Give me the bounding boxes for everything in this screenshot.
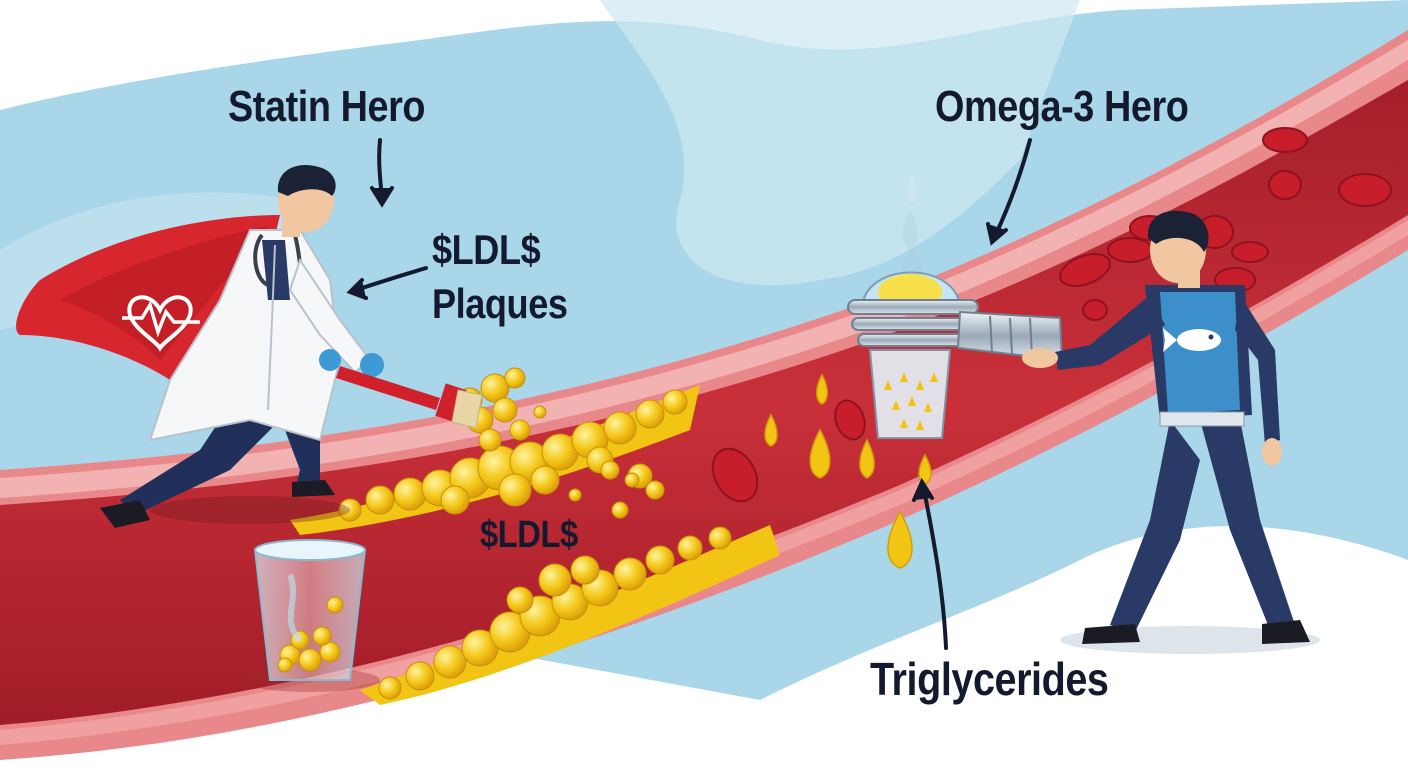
- omega3-hero-label: Omega-3 Hero: [935, 82, 1189, 131]
- heart-rate-icon: [122, 295, 200, 352]
- ldl-label-top: $LDL$: [432, 226, 541, 273]
- plaque-lower: [360, 525, 780, 705]
- fish-icon: [1163, 328, 1221, 352]
- arrow-triglycerides: [922, 488, 948, 650]
- arrow-omega: [993, 138, 1032, 238]
- callout-arrows: [346, 138, 1032, 650]
- plaque-upper: [290, 385, 700, 535]
- omega-chest-panel: [1160, 292, 1240, 414]
- ldl-label-bottom: $LDL$: [480, 514, 578, 556]
- statin-hero-label: Statin Hero: [228, 82, 426, 131]
- filter-nozzle-icon: [847, 175, 1064, 439]
- plaques-label: Plaques: [432, 280, 568, 327]
- statin-hero-figure: [16, 165, 384, 528]
- triglyceride-droplets: [764, 373, 932, 569]
- triglycerides-label: Triglycerides: [870, 653, 1109, 705]
- brush-icon: [336, 366, 483, 429]
- trash-cup-icon: [240, 539, 380, 692]
- omega3-hero-figure: [1022, 210, 1320, 654]
- red-blood-cells: [711, 127, 1392, 503]
